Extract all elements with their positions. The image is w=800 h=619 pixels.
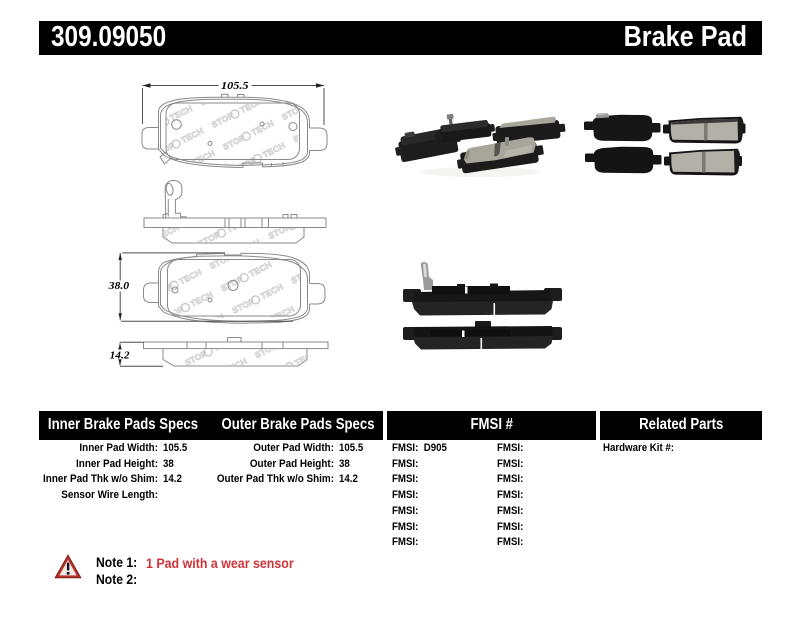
svg-text:14.2: 14.2 [110,350,131,361]
svg-text:105.5: 105.5 [221,80,249,92]
svg-text:38.0: 38.0 [107,281,130,292]
